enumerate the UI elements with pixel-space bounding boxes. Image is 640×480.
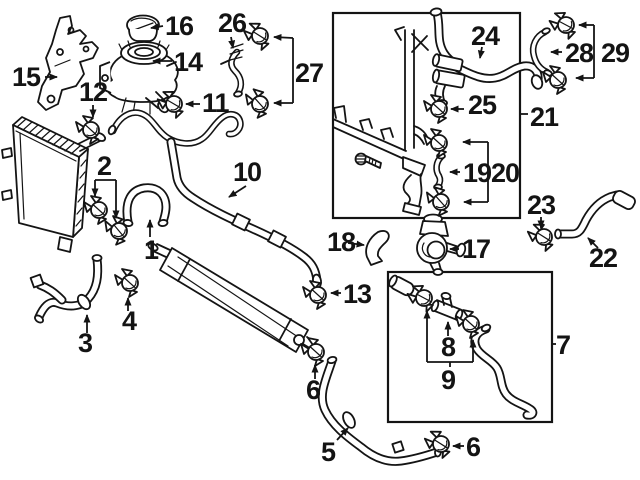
hose-7 <box>470 323 538 420</box>
callout-25: 25 <box>468 90 497 120</box>
callout-13: 13 <box>343 279 372 309</box>
bracket-18 <box>365 230 390 266</box>
leader-lines <box>45 21 599 450</box>
clamp-icon-2a <box>83 195 108 225</box>
callout-11: 11 <box>202 88 230 118</box>
hose-28 <box>529 27 553 77</box>
callout-7: 7 <box>556 330 570 360</box>
hose-5 <box>317 355 442 466</box>
callout-5: 5 <box>321 437 336 467</box>
callout-1: 1 <box>144 235 159 265</box>
clamp-icon-27b <box>242 87 271 120</box>
callout-17: 17 <box>462 234 490 264</box>
callout-4: 4 <box>122 306 137 336</box>
callout-12: 12 <box>79 77 107 107</box>
hose-24 <box>429 7 544 107</box>
callout-2: 2 <box>97 151 111 181</box>
callout-18: 18 <box>327 227 356 257</box>
callout-3: 3 <box>78 328 93 358</box>
pipe-assembly-21 <box>332 26 429 216</box>
callout-16: 16 <box>165 11 194 41</box>
hose-26 <box>220 43 245 98</box>
callout-15: 15 <box>12 62 41 92</box>
callout-6b: 6 <box>466 432 481 462</box>
intercooler <box>147 242 321 353</box>
callout-10: 10 <box>233 157 261 187</box>
aux-water-pump <box>416 213 467 276</box>
hose-22 <box>554 189 636 240</box>
plug-cylinder <box>388 274 415 297</box>
callout-8: 8 <box>441 332 456 362</box>
callout-22: 22 <box>589 243 617 273</box>
callout-29: 29 <box>601 38 630 68</box>
clamp-icon-4 <box>114 268 139 298</box>
callout-9: 9 <box>441 365 456 395</box>
mounting-bracket <box>37 15 99 111</box>
hose-19 <box>433 152 446 191</box>
callout-28: 28 <box>565 38 594 68</box>
callout-6a: 6 <box>306 375 321 405</box>
clamp-icon-20a <box>423 128 448 158</box>
callout-24: 24 <box>471 21 500 51</box>
callout-27: 27 <box>295 58 323 88</box>
callout-23: 23 <box>527 190 556 220</box>
radiator <box>1 116 107 253</box>
clamp-icon-20b <box>423 185 452 218</box>
callout-20: 20 <box>491 158 519 188</box>
hose-3 <box>29 254 103 324</box>
callout-26: 26 <box>218 8 247 38</box>
hose-1 <box>122 183 171 227</box>
callout-14: 14 <box>174 47 203 77</box>
hose-10 <box>107 109 322 289</box>
callout-21: 21 <box>530 102 559 132</box>
callout-19: 19 <box>463 158 492 188</box>
clamp-icon-27a <box>241 19 272 54</box>
clamp-icon-13 <box>302 280 327 310</box>
group-box-7 <box>386 270 554 424</box>
callout-labels: 1 2 3 4 5 6 6 7 8 9 10 11 12 13 14 15 16… <box>12 8 631 467</box>
